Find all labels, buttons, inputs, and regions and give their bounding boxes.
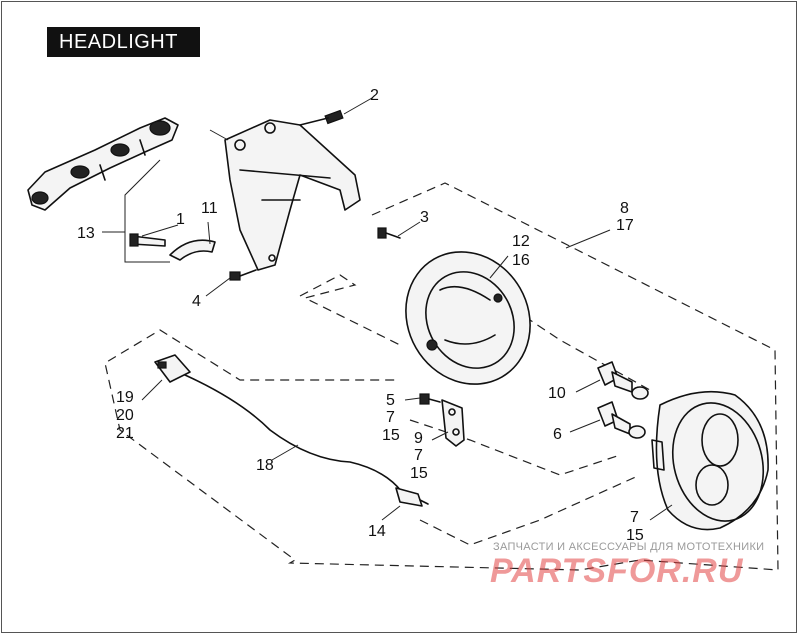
screw-part-5 <box>419 393 441 405</box>
diagram-title: HEADLIGHT <box>47 27 200 57</box>
clip-part-11 <box>169 239 216 261</box>
handlebar-clamp <box>27 117 179 211</box>
callout-9: 9 <box>414 430 423 447</box>
connector-part-14 <box>395 487 429 507</box>
bulb-part-6 <box>597 401 646 439</box>
callout-7-middle: 7 <box>414 447 423 464</box>
callout-19: 19 <box>116 389 134 406</box>
watermark-logo: PARTSFOR.RU <box>490 552 744 590</box>
headlight-assembly-outline <box>104 182 779 571</box>
bolt-part-1 <box>129 233 166 247</box>
callout-15-middle: 15 <box>410 465 428 482</box>
callout-15-lower: 15 <box>626 527 644 544</box>
callout-10: 10 <box>548 385 566 402</box>
callout-14: 14 <box>368 523 386 540</box>
callout-17: 17 <box>616 217 634 234</box>
callout-8: 8 <box>620 200 629 217</box>
screw-part-3 <box>377 227 401 239</box>
bracket-routing-outline <box>409 419 621 476</box>
connector-routing-outline <box>419 474 641 546</box>
leader-lines <box>102 97 673 521</box>
callout-3: 3 <box>420 209 429 226</box>
callout-2: 2 <box>370 87 379 104</box>
callout-7-lower: 7 <box>630 509 639 526</box>
bezel-routing-outline <box>499 299 651 391</box>
callout-18: 18 <box>256 457 274 474</box>
callout-5: 5 <box>386 392 395 409</box>
callout-1: 1 <box>176 211 185 228</box>
callout-6: 6 <box>553 426 562 443</box>
callout-15-upper: 15 <box>382 427 400 444</box>
bracket-part-9 <box>441 399 465 447</box>
callout-7-upper: 7 <box>386 409 395 426</box>
watermark-subtitle: ЗАПЧАСТИ И АКСЕССУАРЫ ДЛЯ МОТОТЕХНИКИ <box>493 541 765 553</box>
screw-part-2 <box>299 109 344 126</box>
screw-part-4 <box>229 269 257 281</box>
callout-12: 12 <box>512 233 530 250</box>
mounting-bracket <box>224 119 361 271</box>
callout-13: 13 <box>77 225 95 242</box>
callout-21: 21 <box>116 425 134 442</box>
wiring-harness <box>154 354 403 493</box>
bulb-part-10 <box>597 361 649 400</box>
callout-16: 16 <box>512 252 530 269</box>
headlamp-unit <box>651 390 769 531</box>
harness-routing-outline <box>299 274 401 346</box>
headlight-bezel <box>405 251 531 385</box>
callout-11: 11 <box>201 200 218 217</box>
callout-4: 4 <box>192 293 201 310</box>
callout-20: 20 <box>116 407 134 424</box>
